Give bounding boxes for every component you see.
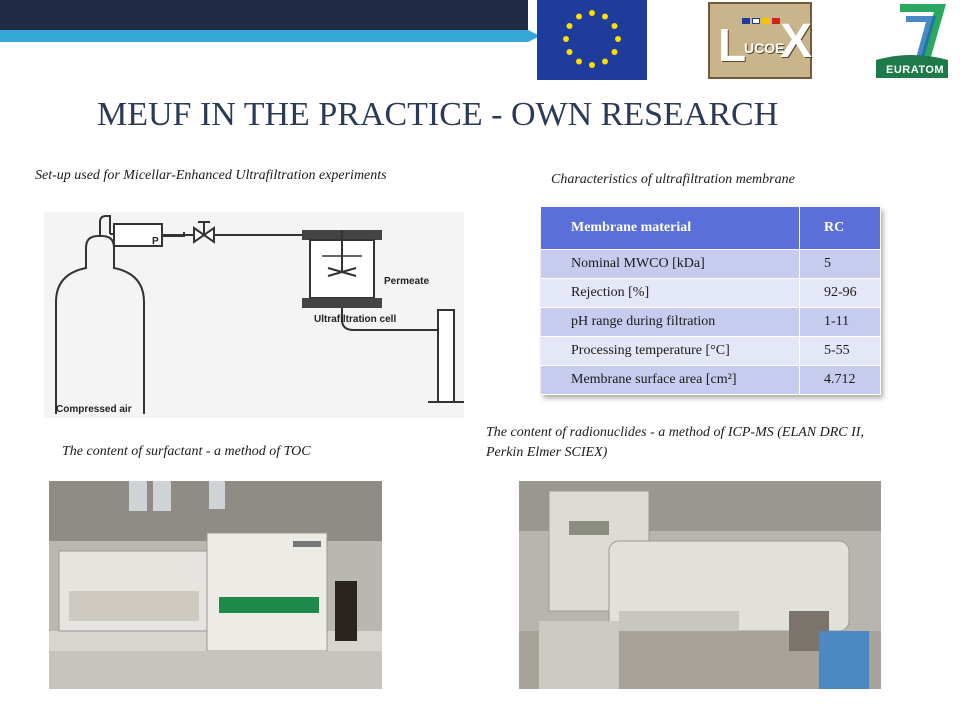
fp7-icon	[876, 4, 948, 78]
icp-caption: The content of radionuclides - a method …	[486, 425, 864, 460]
lucoex-logo: L UCOE X	[708, 2, 812, 79]
lucoex-letter-x: X	[780, 15, 813, 68]
eu-flag-logo	[537, 0, 647, 80]
table-header-cell: Membrane material	[541, 207, 800, 250]
euratom-label: EURATOM	[886, 64, 945, 76]
graduated-cylinder	[437, 309, 455, 403]
table-row: Processing temperature [°C] 5-55	[541, 337, 881, 366]
table-header-cell: RC	[800, 207, 881, 250]
meuf-setup-diagram: P Permeate Ultrafiltration cell Compress…	[44, 212, 464, 418]
table-row: Rejection [%] 92-96	[541, 279, 881, 308]
table-cell: 5-55	[800, 337, 881, 366]
flag-icon	[742, 18, 750, 24]
eu-stars-icon	[563, 10, 621, 68]
table-cell: Processing temperature [°C]	[541, 337, 800, 366]
icp-ms-photo	[519, 481, 881, 689]
pressure-label: P	[152, 236, 159, 247]
flags-strip	[742, 18, 780, 24]
table-cell: pH range during filtration	[541, 308, 800, 337]
table-cell: 92-96	[800, 279, 881, 308]
table-cell: Rejection [%]	[541, 279, 800, 308]
cell-label: Ultrafiltration cell	[314, 314, 396, 325]
top-bar-dark	[0, 0, 528, 30]
table-cell: Membrane surface area [cm²]	[541, 366, 800, 395]
setup-caption: Set-up used for Micellar-Enhanced Ultraf…	[35, 168, 387, 183]
table-row: pH range during filtration 1-11	[541, 308, 881, 337]
table-cell: 5	[800, 250, 881, 279]
lucoex-letter-l: L	[718, 19, 747, 71]
flag-icon	[762, 18, 770, 24]
table-cell: 1-11	[800, 308, 881, 337]
gas-tank-shape	[55, 235, 145, 414]
table-row: Nominal MWCO [kDa] 5	[541, 250, 881, 279]
euratom-logo: EURATOM	[866, 0, 956, 80]
lucoex-text-mid: UCOE	[744, 40, 785, 56]
flag-icon	[772, 18, 780, 24]
tank-label: Compressed air	[56, 404, 132, 415]
toc-analyzer-photo	[49, 481, 382, 689]
permeate-label: Permeate	[384, 276, 429, 287]
membrane-caption: Characteristics of ultrafiltration membr…	[551, 172, 795, 187]
toc-caption: The content of surfactant - a method of …	[62, 444, 311, 459]
cell-bottom-plate	[302, 298, 382, 308]
page-title: MEUF IN THE PRACTICE - OWN RESEARCH	[97, 96, 779, 133]
table-header-row: Membrane material RC	[541, 207, 881, 250]
stirrer-icon	[327, 267, 357, 277]
table-cell: Nominal MWCO [kDa]	[541, 250, 800, 279]
table-cell: 4.712	[800, 366, 881, 395]
top-bar-accent	[0, 30, 540, 42]
flag-icon	[752, 18, 760, 24]
table-row: Membrane surface area [cm²] 4.712	[541, 366, 881, 395]
membrane-characteristics-table: Membrane material RC Nominal MWCO [kDa] …	[541, 207, 881, 395]
